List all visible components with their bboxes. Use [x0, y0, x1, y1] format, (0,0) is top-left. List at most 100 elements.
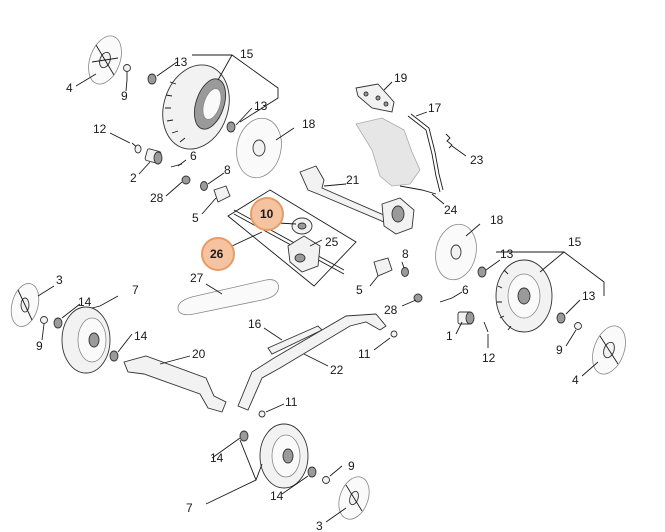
label-14-left-b[interactable]: 14	[134, 329, 148, 343]
label-14-bottom-b[interactable]: 14	[270, 489, 284, 503]
washer-13-right-a	[477, 266, 487, 278]
label-23[interactable]: 23	[470, 153, 484, 167]
label-12-top[interactable]: 12	[93, 122, 107, 136]
label-16[interactable]: 16	[248, 317, 262, 331]
label-21[interactable]: 21	[346, 173, 360, 187]
label-5-top[interactable]: 5	[192, 211, 199, 225]
label-7-bottom[interactable]: 7	[186, 501, 193, 515]
label-9-bottom[interactable]: 9	[348, 459, 355, 473]
wheel-top-left	[162, 64, 230, 150]
label-19[interactable]: 19	[394, 71, 408, 85]
label-13-right-b[interactable]: 13	[582, 289, 596, 303]
callout-highlight-26	[201, 237, 235, 271]
gear-10	[291, 217, 313, 235]
hubcap-right	[592, 325, 626, 375]
label-3-left[interactable]: 3	[56, 273, 63, 287]
gearbox-25	[287, 235, 321, 273]
washer-14-left	[53, 317, 63, 329]
bolt-12-right	[483, 321, 489, 333]
rear-bar-22	[237, 313, 387, 411]
label-8-top[interactable]: 8	[224, 163, 231, 177]
cable-rod-17	[407, 113, 444, 193]
spring-23	[445, 133, 453, 149]
label-22[interactable]: 22	[330, 363, 344, 377]
label-9-left[interactable]: 9	[36, 339, 43, 353]
label-14-left-a[interactable]: 14	[78, 295, 92, 309]
label-6-top[interactable]: 6	[190, 149, 197, 163]
label-14-bottom-a[interactable]: 14	[210, 451, 224, 465]
label-11-right[interactable]: 11	[358, 347, 371, 361]
label-12-right[interactable]: 12	[482, 351, 496, 365]
label-8-right[interactable]: 8	[402, 247, 409, 261]
part-labels: 4 9 13 15 13 12 18 2 6 8 28 5 19 17 23 2…	[36, 47, 596, 532]
hubcap-top-left	[88, 35, 122, 85]
label-28-right[interactable]: 28	[384, 303, 398, 317]
screw-11-a	[390, 330, 398, 338]
label-26[interactable]: 26	[210, 247, 224, 261]
label-9-top[interactable]: 9	[121, 89, 128, 103]
housing-ghost	[355, 117, 421, 187]
bushing-1	[457, 311, 475, 325]
box-gear-assembly	[227, 189, 357, 287]
label-3-bottom[interactable]: 3	[316, 519, 323, 532]
label-4-top[interactable]: 4	[66, 81, 73, 95]
label-18-right[interactable]: 18	[490, 213, 504, 227]
label-9-right[interactable]: 9	[556, 343, 563, 357]
bracket-5-right	[373, 257, 393, 277]
lever-24	[399, 185, 437, 195]
washer-14-bottom-b	[307, 466, 317, 478]
label-13-right-a[interactable]: 13	[500, 247, 514, 261]
wheel-right	[495, 259, 553, 333]
label-5-right[interactable]: 5	[356, 283, 363, 297]
label-11-bottom[interactable]: 11	[285, 395, 298, 409]
hubcap-bottom	[338, 476, 370, 520]
label-27[interactable]: 27	[190, 271, 204, 285]
washer-8-top	[200, 181, 208, 191]
washer-13-right-b	[556, 312, 566, 324]
rear-axle-20	[123, 355, 227, 413]
bracket-19	[355, 83, 395, 113]
screw-9-top	[123, 64, 131, 80]
washer-8-right	[401, 267, 409, 277]
callout-highlight-10	[250, 197, 284, 231]
label-6-right[interactable]: 6	[462, 283, 469, 297]
shield-disc-18-right	[435, 223, 477, 281]
washer-13-mid	[226, 121, 236, 133]
screw-11-b	[258, 410, 266, 418]
screw-9-left	[40, 316, 48, 324]
screw-9-bottom	[322, 476, 330, 484]
label-15-right[interactable]: 15	[568, 235, 582, 249]
shield-disc-18-top	[236, 117, 282, 179]
label-2[interactable]: 2	[130, 171, 137, 185]
drive-housing	[381, 197, 415, 235]
label-10[interactable]: 10	[260, 207, 274, 221]
label-25[interactable]: 25	[325, 235, 339, 249]
bolt-12	[131, 142, 142, 154]
bracket-5-top	[213, 185, 231, 203]
axle-21	[299, 165, 387, 223]
label-24[interactable]: 24	[444, 203, 458, 217]
leader-lines	[37, 54, 605, 523]
belt-27	[177, 279, 279, 316]
hubcap-left	[10, 283, 40, 327]
label-7-left[interactable]: 7	[132, 283, 139, 297]
pin-6-right	[439, 297, 453, 303]
label-17[interactable]: 17	[428, 101, 442, 115]
label-13-mid[interactable]: 13	[254, 99, 268, 113]
label-20[interactable]: 20	[192, 347, 206, 361]
label-18-top[interactable]: 18	[302, 117, 316, 131]
washer-14-left-b	[109, 350, 119, 362]
label-15-top[interactable]: 15	[240, 47, 254, 61]
label-28-top[interactable]: 28	[150, 191, 164, 205]
label-13-top[interactable]: 13	[174, 55, 188, 69]
wheel-left	[61, 306, 111, 374]
label-4-right[interactable]: 4	[572, 373, 579, 387]
bushing-2	[144, 148, 163, 165]
screw-9-right	[574, 322, 582, 330]
wheel-bottom	[259, 423, 309, 489]
nut-28-top	[181, 175, 191, 185]
washer-14-bottom-a	[239, 430, 249, 442]
label-1[interactable]: 1	[446, 329, 453, 343]
washer-13-top	[147, 73, 157, 85]
